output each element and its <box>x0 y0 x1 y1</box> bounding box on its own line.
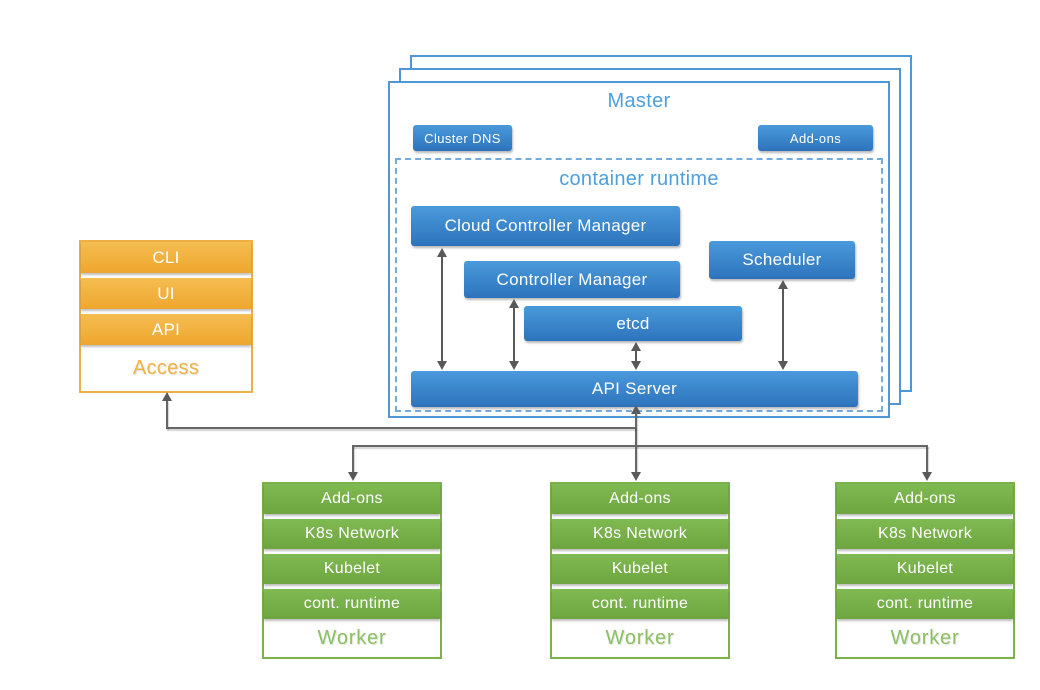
connector-worker1-arrowhead <box>348 472 358 481</box>
cloud-controller-manager-box: Cloud Controller Manager <box>411 206 680 246</box>
master-box: Master Cluster DNS Add-ons container run… <box>388 81 890 418</box>
worker-node-3: Add-ons K8s Network Kubelet cont. runtim… <box>835 482 1015 659</box>
connector-worker2-drop <box>635 445 637 473</box>
etcd-box: etcd <box>524 306 742 341</box>
connector-worker3-drop <box>926 445 928 473</box>
arrow-ccm-apiserver <box>437 248 447 370</box>
worker3-kubelet-bar: Kubelet <box>837 554 1013 584</box>
connector-worker1-drop <box>352 445 354 473</box>
arrow-etcd-apiserver <box>631 342 641 370</box>
addons-master-box: Add-ons <box>758 125 873 151</box>
worker1-k8s-network-bar: K8s Network <box>264 519 440 549</box>
worker3-k8s-network-bar: K8s Network <box>837 519 1013 549</box>
connector-access-vertical <box>166 400 168 428</box>
worker2-label: Worker <box>605 626 675 649</box>
arrow-scheduler-apiserver <box>778 280 788 370</box>
worker1-kubelet-bar: Kubelet <box>264 554 440 584</box>
container-runtime-title: container runtime <box>559 168 719 190</box>
connector-worker3-arrowhead <box>922 472 932 481</box>
worker3-addons-bar: Add-ons <box>837 484 1013 514</box>
cluster-dns-box: Cluster DNS <box>413 125 512 151</box>
worker3-cont-runtime-bar: cont. runtime <box>837 589 1013 619</box>
worker2-k8s-network-bar: K8s Network <box>552 519 728 549</box>
worker2-addons-bar: Add-ons <box>552 484 728 514</box>
connector-workers-horizontal <box>352 445 928 447</box>
worker2-kubelet-bar: Kubelet <box>552 554 728 584</box>
worker-node-1: Add-ons K8s Network Kubelet cont. runtim… <box>262 482 442 659</box>
access-label: Access <box>132 356 200 379</box>
worker-node-2: Add-ons K8s Network Kubelet cont. runtim… <box>550 482 730 659</box>
connector-access-arrowhead <box>162 392 172 401</box>
worker1-addons-bar: Add-ons <box>264 484 440 514</box>
ui-bar: UI <box>81 278 251 309</box>
worker1-label: Worker <box>317 626 387 649</box>
connector-apiserver-arrowhead <box>631 405 641 414</box>
master-title: Master <box>607 90 671 112</box>
connector-access-horizontal <box>166 427 636 429</box>
container-runtime-box: container runtime Cloud Controller Manag… <box>395 158 883 412</box>
api-bar: API <box>81 314 251 345</box>
arrow-cm-apiserver <box>509 299 519 370</box>
access-stack: CLI UI API Access <box>79 240 253 393</box>
worker3-label: Worker <box>890 626 960 649</box>
controller-manager-box: Controller Manager <box>464 261 680 298</box>
scheduler-box: Scheduler <box>709 241 855 279</box>
worker2-cont-runtime-bar: cont. runtime <box>552 589 728 619</box>
connector-worker2-arrowhead <box>631 472 641 481</box>
connector-main-vertical <box>635 412 637 446</box>
api-server-box: API Server <box>411 371 858 407</box>
worker1-cont-runtime-bar: cont. runtime <box>264 589 440 619</box>
cli-bar: CLI <box>81 242 251 273</box>
